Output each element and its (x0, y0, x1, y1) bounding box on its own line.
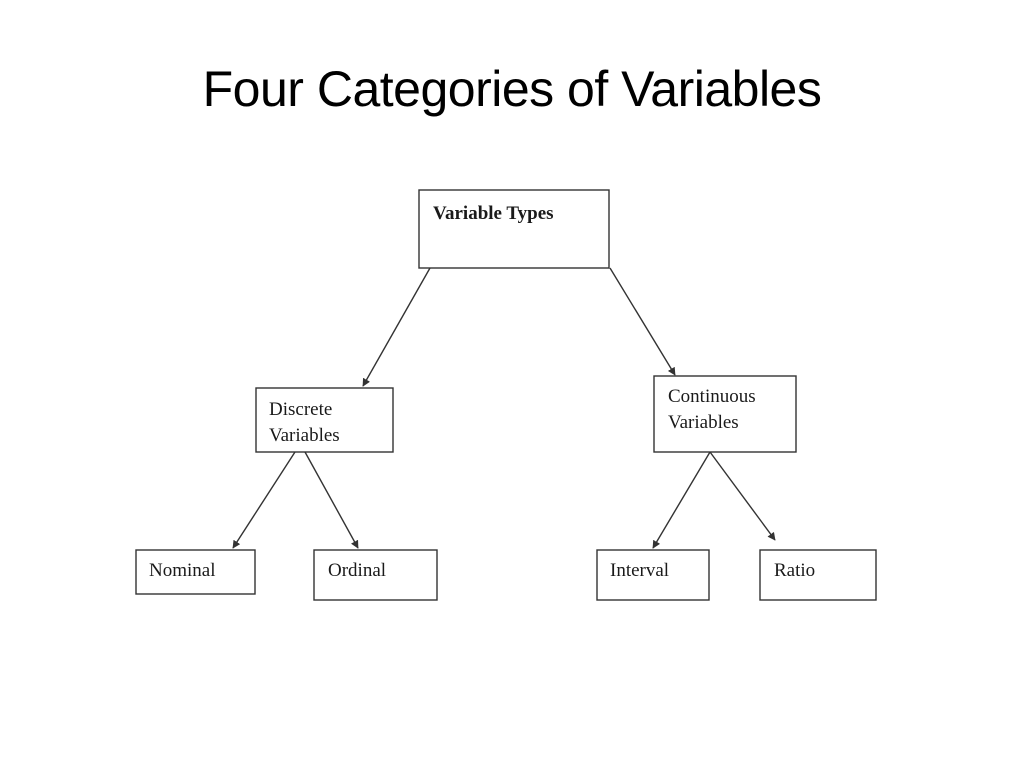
node-nominal-label: Nominal (149, 560, 216, 581)
node-variable-types: Variable Types (418, 189, 610, 269)
slide-title: Four Categories of Variables (202, 61, 822, 117)
edge-continuous-to-interval (652, 451, 711, 549)
node-ordinal: Ordinal (313, 549, 438, 601)
node-continuous-line1: Continuous (668, 386, 756, 407)
node-ratio: Ratio (759, 549, 877, 601)
node-discrete-line1: Discrete (269, 399, 332, 420)
node-discrete-line2: Variables (269, 425, 340, 446)
node-continuous-line2: Variables (668, 412, 739, 433)
edge-root-to-discrete (362, 267, 431, 387)
edge-discrete-to-ordinal (304, 451, 359, 549)
node-nominal: Nominal (135, 549, 256, 595)
node-continuous-variables: Continuous Variables (653, 375, 797, 453)
node-interval-label: Interval (610, 560, 669, 581)
node-ordinal-label: Ordinal (328, 560, 386, 581)
edge-continuous-to-ratio (709, 451, 776, 541)
node-variable-types-label: Variable Types (433, 203, 554, 224)
node-discrete-variables: Discrete Variables (255, 387, 394, 453)
node-ratio-label: Ratio (774, 560, 815, 581)
edge-root-to-continuous (609, 267, 676, 376)
edge-discrete-to-nominal (232, 451, 296, 549)
node-interval: Interval (596, 549, 710, 601)
